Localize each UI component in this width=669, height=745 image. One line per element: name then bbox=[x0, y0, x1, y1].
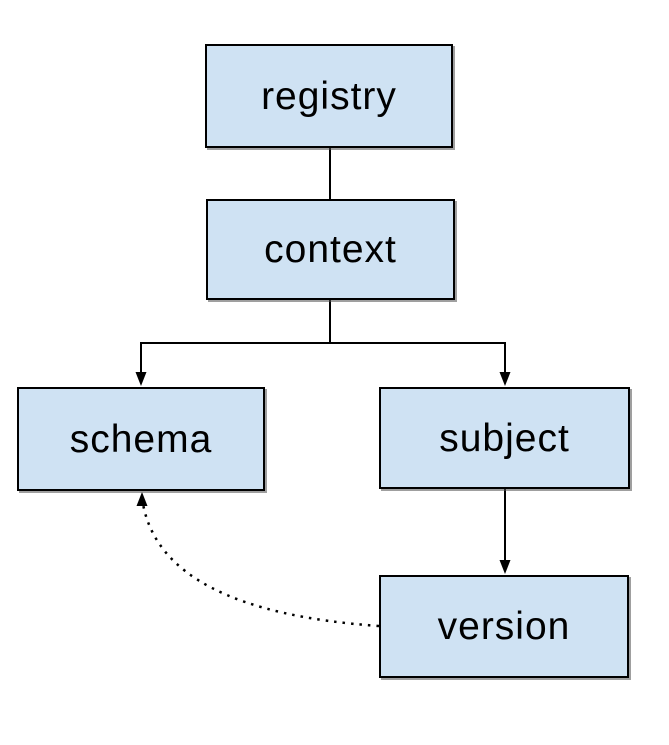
node-schema: schema bbox=[17, 387, 265, 491]
arrowhead-schema bbox=[135, 372, 147, 386]
node-context: context bbox=[206, 199, 455, 300]
node-registry: registry bbox=[205, 44, 453, 148]
node-registry-label: registry bbox=[261, 74, 397, 118]
edge-context-branch bbox=[140, 300, 506, 344]
node-version-label: version bbox=[437, 605, 571, 648]
arrowhead-subject bbox=[499, 372, 511, 386]
node-context-label: context bbox=[264, 228, 397, 271]
arrowhead-version bbox=[499, 560, 511, 574]
node-subject: subject bbox=[379, 387, 630, 489]
edge-version-schema-dotted bbox=[141, 503, 380, 628]
node-subject-label: subject bbox=[439, 416, 570, 460]
node-schema-label: schema bbox=[69, 417, 213, 461]
arrowhead-schema-dotted bbox=[136, 492, 148, 506]
node-version: version bbox=[379, 575, 629, 678]
